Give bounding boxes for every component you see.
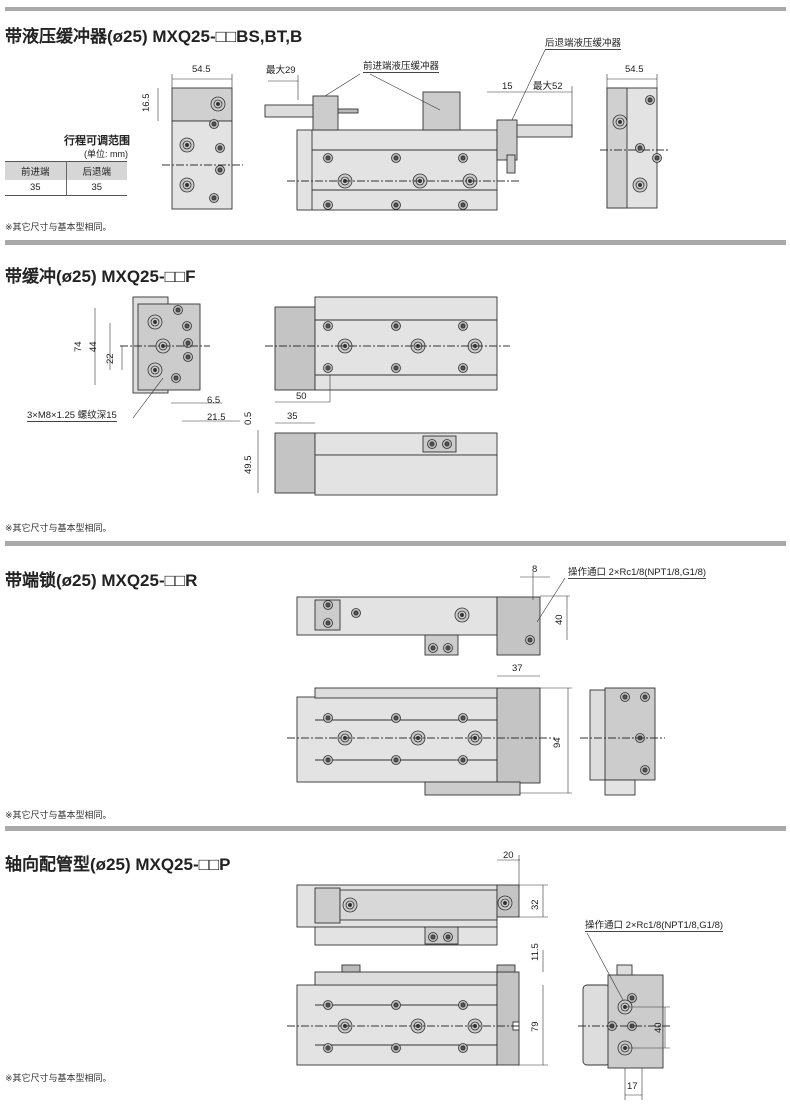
section-title-bs: 带液压缓冲器(ø25) MXQ25-□□BS,BT,B	[5, 27, 303, 46]
table-cell: 35	[66, 180, 127, 196]
end-view-r	[580, 687, 665, 796]
dim-79: 79	[530, 1021, 541, 1032]
stroke-range-table: 前进端 后退端 35 35	[5, 161, 127, 196]
dim-35: 35	[287, 411, 298, 422]
callout-rear-shock-absorber: 后退端液压缓冲器	[545, 38, 622, 51]
dim-0-5: 0.5	[243, 411, 254, 425]
side-view-bs	[264, 91, 573, 211]
section-title-r: 带端锁(ø25) MXQ25-□□R	[5, 571, 198, 590]
dim-20: 20	[503, 850, 514, 861]
callout-port: 操作通口 2×Rc1/8(NPT1/8,G1/8)	[568, 567, 707, 580]
stroke-table-title: 行程可调范围	[64, 135, 130, 147]
table-header: 前进端	[5, 161, 67, 180]
dim-width-right: 54.5	[625, 64, 644, 75]
table-header: 后退端	[66, 161, 127, 180]
dim-94: 94	[552, 737, 563, 748]
dim-6-5: 6.5	[207, 395, 221, 406]
dim-width: 54.5	[192, 64, 211, 75]
stroke-table-unit: (单位: mm)	[84, 149, 128, 159]
section-divider	[5, 7, 786, 11]
section-divider	[5, 541, 786, 546]
section-title-p: 轴向配管型(ø25) MXQ25-□□P	[5, 855, 231, 874]
footnote: ※其它尺寸与基本型相同。	[5, 222, 112, 232]
dim-40: 40	[653, 1022, 664, 1033]
dim-max-rear: 最大52	[533, 81, 563, 92]
footnote: ※其它尺寸与基本型相同。	[5, 523, 112, 533]
dim-32: 32	[530, 899, 541, 910]
callout-port: 操作通口 2×Rc1/8(NPT1/8,G1/8)	[585, 920, 724, 933]
side-view-f	[265, 296, 510, 496]
dim-max-front: 最大29	[266, 65, 296, 76]
dim-8: 8	[532, 564, 538, 575]
dim-22: 22	[105, 353, 116, 364]
section-divider	[5, 240, 786, 245]
end-view-bs	[162, 87, 243, 210]
side-view-r	[287, 687, 555, 796]
right-end-view-bs	[600, 87, 670, 209]
dim-37: 37	[512, 663, 523, 674]
end-view-p	[578, 964, 670, 1069]
dim-11-5: 11.5	[530, 943, 541, 961]
callout-front-shock-absorber: 前进端液压缓冲器	[363, 61, 440, 74]
dim-40: 40	[554, 614, 565, 625]
callout-thread: 3×M8×1.25 螺纹深15	[27, 410, 117, 423]
end-view-f	[120, 296, 210, 394]
dim-offset: 15	[502, 81, 513, 92]
table-cell: 35	[5, 180, 67, 196]
top-view-p	[296, 884, 520, 946]
dim-44: 44	[88, 341, 99, 352]
dim-74: 74	[73, 341, 84, 352]
dim-height: 16.5	[141, 93, 152, 113]
section-title-f: 带缓冲(ø25) MXQ25-□□F	[5, 267, 196, 286]
footnote: ※其它尺寸与基本型相同。	[5, 1073, 112, 1083]
table-header-row: 前进端 后退端	[5, 161, 127, 180]
dim-21-5: 21.5	[207, 412, 226, 423]
table-row: 35 35	[5, 180, 127, 196]
dim-49-5: 49.5	[243, 455, 254, 475]
side-view-p	[287, 964, 520, 1066]
dim-50: 50	[296, 391, 307, 402]
section-divider	[5, 826, 786, 831]
dim-17: 17	[627, 1081, 638, 1092]
top-view-r	[296, 596, 541, 656]
footnote: ※其它尺寸与基本型相同。	[5, 810, 112, 820]
